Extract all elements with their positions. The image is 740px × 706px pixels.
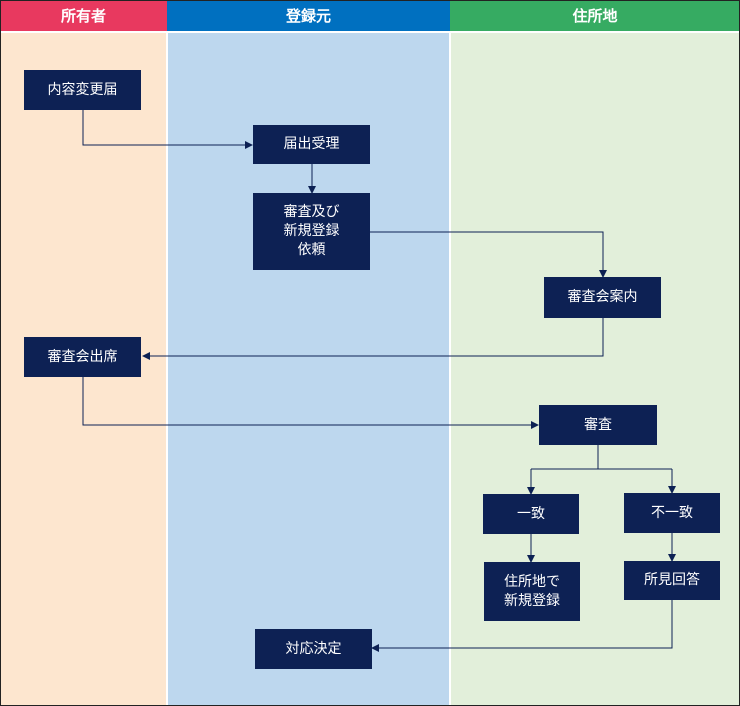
step-change-notice: 内容変更届 — [24, 70, 141, 110]
step-decision: 対応決定 — [255, 629, 372, 669]
step-review: 審査 — [539, 405, 657, 445]
lane-header-registrar: 登録元 — [167, 0, 450, 33]
arrow-attend-to-review — [82, 377, 539, 429]
lane-divider — [166, 33, 168, 706]
step-review-request: 審査及び 新規登録 依頼 — [253, 193, 370, 270]
arrow-opinion-to-decision — [371, 600, 673, 652]
step-receipt: 届出受理 — [253, 125, 370, 164]
arrow-review-to-match — [531, 468, 672, 494]
lane-header-owner: 所有者 — [0, 0, 167, 33]
step-opinion: 所見回答 — [624, 561, 720, 600]
step-match: 一致 — [483, 494, 579, 534]
arrow-request-to-meeting-notice — [370, 231, 607, 278]
step-meeting-notice: 審査会案内 — [544, 277, 661, 318]
step-meeting-attend: 審査会出席 — [24, 337, 141, 377]
lane-header-residence: 住所地 — [450, 0, 740, 33]
step-new-registration: 住所地で 新規登録 — [484, 562, 580, 621]
lane-divider — [449, 33, 451, 706]
lane-registrar: 登録元 — [167, 0, 450, 706]
arrow-change-to-receipt — [82, 110, 253, 149]
arrow-notice-to-attend — [142, 318, 604, 360]
step-mismatch: 不一致 — [624, 493, 720, 533]
